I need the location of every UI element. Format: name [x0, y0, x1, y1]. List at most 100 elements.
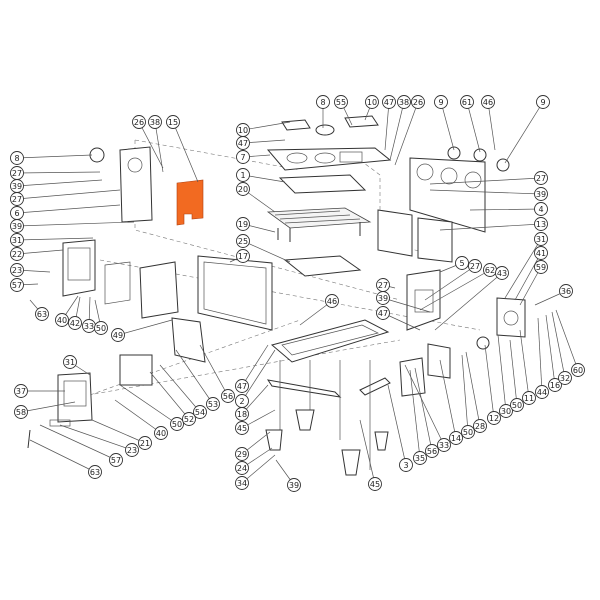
callout-part-16[interactable]: 16: [545, 314, 562, 392]
callout-part-27[interactable]: 27: [429, 171, 548, 185]
callout-part-57[interactable]: 57: [10, 278, 39, 292]
callout-part-31[interactable]: 31: [504, 232, 548, 299]
callout-part-27[interactable]: 27: [376, 278, 396, 292]
callout-part-27[interactable]: 27: [10, 189, 121, 206]
callout-part-39[interactable]: 39: [376, 291, 431, 313]
callout-part-13[interactable]: 13: [439, 217, 548, 231]
leader-line: [389, 101, 405, 161]
callout-part-39[interactable]: 39: [429, 187, 548, 201]
callout-part-20[interactable]: 20: [236, 182, 276, 213]
callout-part-1[interactable]: 1: [236, 168, 286, 183]
callout-part-41[interactable]: 41: [514, 246, 548, 301]
callout-part-25[interactable]: 25: [236, 234, 291, 263]
callout-part-63[interactable]: 63: [29, 439, 102, 479]
callout-part-40[interactable]: 40: [55, 295, 79, 327]
callout-part-3[interactable]: 3: [387, 384, 413, 472]
callout-part-36[interactable]: 36: [534, 284, 573, 306]
callout-part-27[interactable]: 27: [10, 166, 101, 180]
callout-part-46[interactable]: 46: [299, 294, 339, 326]
callout-part-39[interactable]: 39: [10, 179, 103, 193]
callout-part-50[interactable]: 50: [94, 299, 108, 335]
callout-part-42[interactable]: 42: [68, 296, 82, 330]
callout-part-38[interactable]: 38: [389, 95, 411, 161]
callout-circle: [63, 355, 77, 369]
callout-part-28[interactable]: 28: [465, 351, 487, 433]
callout-part-45[interactable]: 45: [359, 419, 382, 491]
callout-part-27[interactable]: 27: [424, 259, 482, 301]
callout-circle: [236, 150, 250, 164]
callout-part-24[interactable]: 24: [235, 447, 273, 475]
callout-part-26[interactable]: 26: [132, 115, 164, 169]
callout-part-26[interactable]: 26: [394, 95, 425, 166]
callout-part-56[interactable]: 56: [414, 367, 439, 458]
callout-circle: [434, 95, 448, 109]
callout-part-53[interactable]: 53: [175, 349, 220, 411]
callout-part-45[interactable]: 45: [235, 409, 276, 435]
callout-part-32[interactable]: 32: [551, 311, 572, 385]
callout-part-47[interactable]: 47: [382, 95, 396, 151]
callout-part-23[interactable]: 23: [59, 424, 139, 457]
callout-part-2[interactable]: 2: [235, 349, 276, 408]
callout-part-63[interactable]: 63: [29, 299, 49, 321]
callout-part-57[interactable]: 57: [39, 424, 123, 467]
callout-part-40[interactable]: 40: [114, 399, 168, 440]
callout-part-37[interactable]: 37: [14, 384, 66, 398]
callout-part-31[interactable]: 31: [63, 355, 91, 376]
callout-part-23[interactable]: 23: [10, 263, 51, 277]
callout-number: 23: [12, 266, 22, 275]
callout-part-44[interactable]: 44: [535, 317, 549, 399]
callout-part-18[interactable]: 18: [235, 384, 269, 421]
callout-part-34[interactable]: 34: [235, 454, 276, 490]
callout-part-46[interactable]: 46: [481, 95, 496, 151]
callout-part-5[interactable]: 5: [439, 256, 469, 273]
callout-part-52[interactable]: 52: [149, 371, 196, 426]
callout-part-35[interactable]: 35: [409, 369, 427, 465]
callout-part-17[interactable]: 17: [229, 249, 250, 263]
callout-part-8[interactable]: 8: [316, 95, 330, 129]
callout-part-31[interactable]: 31: [10, 233, 94, 247]
callout-part-50[interactable]: 50: [509, 339, 524, 412]
callout-part-9[interactable]: 9: [434, 95, 455, 151]
callout-part-33[interactable]: 33: [82, 296, 96, 333]
callout-part-33[interactable]: 33: [404, 364, 451, 452]
callout-part-56[interactable]: 56: [199, 344, 235, 403]
callout-part-10[interactable]: 10: [364, 95, 379, 121]
callout-part-29[interactable]: 29: [235, 431, 271, 461]
callout-part-47[interactable]: 47: [236, 136, 286, 150]
callout-part-49[interactable]: 49: [111, 319, 173, 342]
heat-shields: [377, 209, 453, 263]
callout-part-19[interactable]: 19: [236, 217, 276, 233]
callout-circle: [154, 426, 168, 440]
callout-part-50[interactable]: 50: [461, 354, 475, 439]
callout-part-22[interactable]: 22: [10, 247, 64, 261]
highlighted-part-15[interactable]: [176, 179, 204, 226]
callout-part-39[interactable]: 39: [10, 219, 135, 233]
callout-part-8[interactable]: 8: [10, 151, 93, 165]
callout-part-50[interactable]: 50: [119, 384, 184, 431]
callout-part-61[interactable]: 61: [460, 95, 481, 153]
callout-part-11[interactable]: 11: [519, 329, 536, 405]
callout-part-21[interactable]: 21: [91, 419, 152, 450]
callout-number: 33: [84, 322, 94, 331]
callout-part-9[interactable]: 9: [504, 95, 550, 164]
callout-part-47[interactable]: 47: [376, 306, 421, 331]
callout-part-12[interactable]: 12: [484, 344, 501, 425]
callout-part-43[interactable]: 43: [434, 266, 509, 331]
callout-part-55[interactable]: 55: [334, 95, 353, 126]
callout-part-10[interactable]: 10: [236, 121, 291, 137]
callout-part-14[interactable]: 14: [439, 359, 463, 445]
callout-part-59[interactable]: 59: [519, 260, 548, 306]
callout-part-60[interactable]: 60: [555, 309, 585, 377]
callout-part-4[interactable]: 4: [469, 202, 548, 216]
callout-part-54[interactable]: 54: [159, 364, 207, 419]
callout-part-39[interactable]: 39: [275, 459, 301, 492]
callout-part-47[interactable]: 47: [235, 344, 269, 393]
callout-part-58[interactable]: 58: [14, 401, 76, 419]
callout-part-7[interactable]: 7: [236, 150, 271, 164]
callout-number: 42: [70, 319, 80, 328]
callout-part-15[interactable]: 15: [166, 115, 199, 183]
callout-part-30[interactable]: 30: [497, 334, 513, 418]
callout-number: 63: [90, 468, 100, 477]
callout-part-6[interactable]: 6: [10, 204, 121, 220]
callout-part-38[interactable]: 38: [148, 115, 164, 173]
